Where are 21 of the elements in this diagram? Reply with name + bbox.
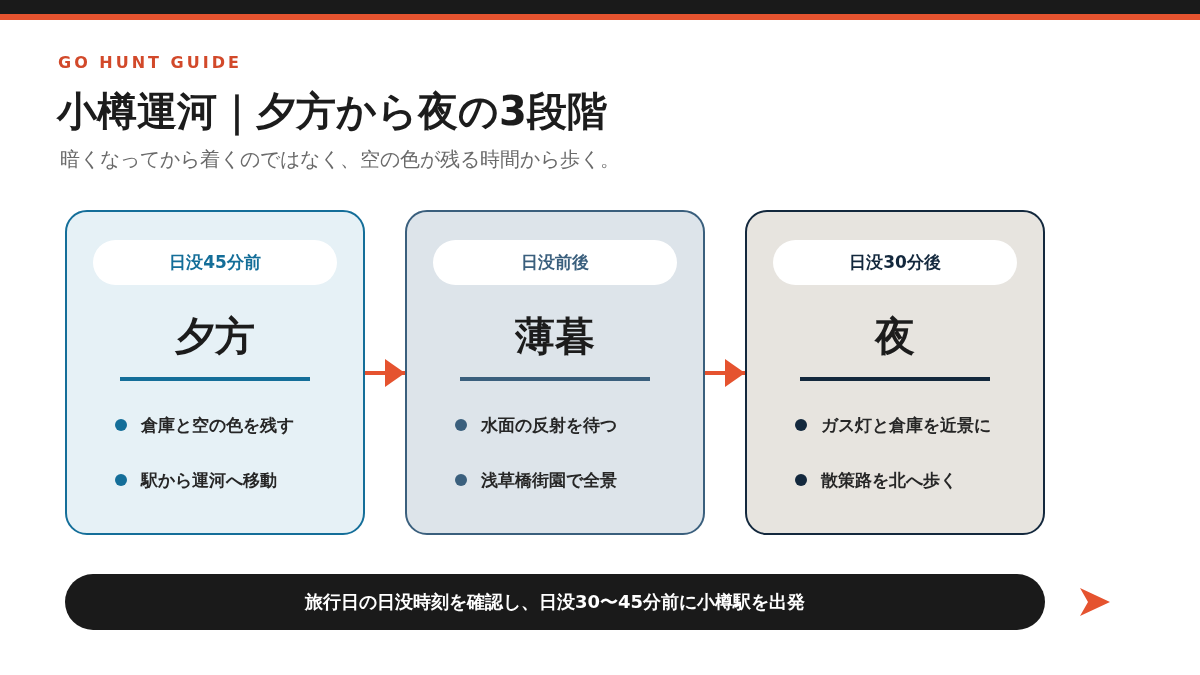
bullet-text: ガス灯と倉庫を近景に — [821, 414, 991, 437]
time-badge: 日没45分前 — [93, 240, 337, 285]
stage-heading: 夜 — [875, 312, 915, 361]
time-badge: 日没前後 — [433, 240, 677, 285]
subtitle-text: 暗くなってから着くのではなく、空の色が残る時間から歩く。 — [60, 146, 620, 173]
stage-card — [745, 210, 1045, 535]
page-title: 小樽運河｜夕方から夜の3段階 — [57, 87, 607, 138]
stage-card — [65, 210, 365, 535]
time-badge: 日没30分後 — [773, 240, 1017, 285]
bullet-text: 駅から運河へ移動 — [141, 469, 277, 492]
stage-heading: 夕方 — [175, 312, 255, 361]
stage-heading: 薄暮 — [515, 312, 595, 361]
bullet-text: 浅草橋街園で全景 — [481, 469, 617, 492]
arrow — [365, 359, 405, 387]
arrow — [705, 359, 745, 387]
kicker-text: GO HUNT GUIDE — [58, 52, 242, 74]
bullet-text: 散策路を北へ歩く — [821, 469, 957, 492]
action-banner: 旅行日の日没時刻を確認し、日没30〜45分前に小樽駅を出発 — [65, 574, 1045, 630]
bullet-text: 水面の反射を待つ — [481, 414, 617, 437]
bullet-text: 倉庫と空の色を残す — [141, 414, 294, 437]
stage-card — [405, 210, 705, 535]
